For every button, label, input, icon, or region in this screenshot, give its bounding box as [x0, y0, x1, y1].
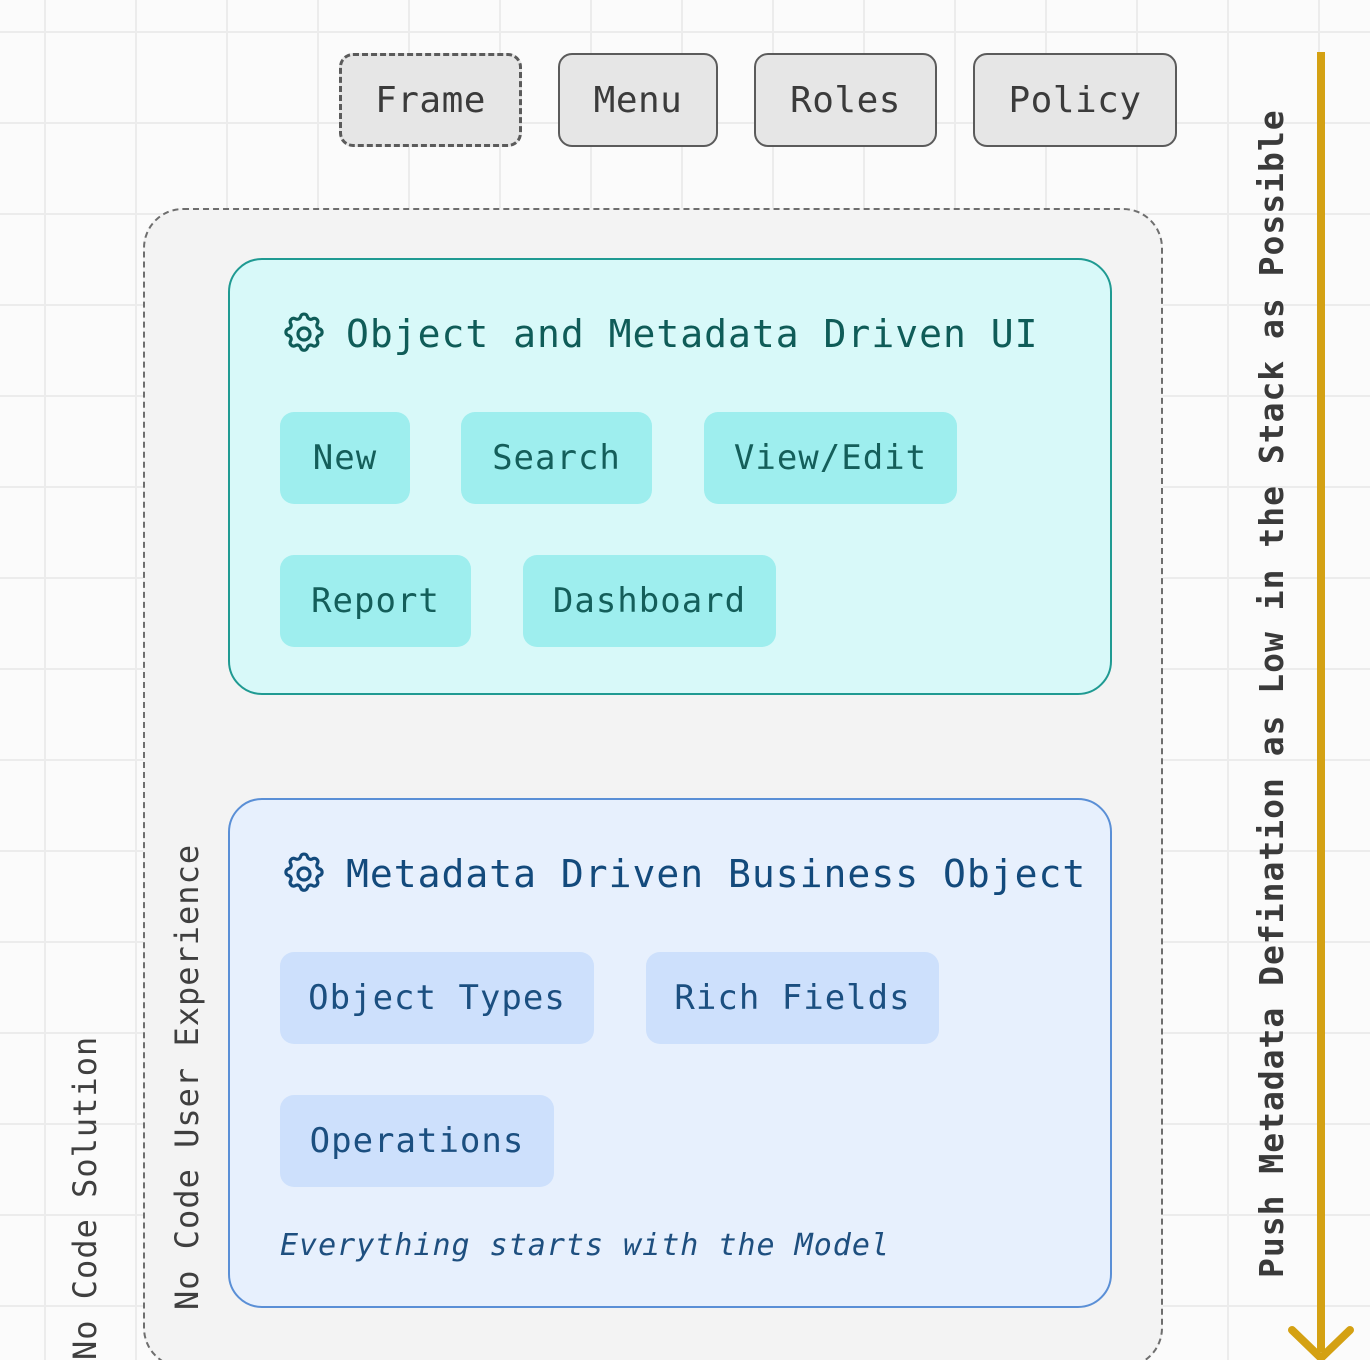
no-code-ux-label: No Code User Experience	[168, 843, 206, 1310]
model-tagline: Everything starts with the Model	[280, 1228, 890, 1263]
tag-frame: Frame	[339, 53, 522, 147]
bo-card-title: Metadata Driven Business Object	[280, 850, 1086, 898]
pill-report: Report	[280, 555, 471, 647]
ui-card-title: Object and Metadata Driven UI	[280, 310, 1038, 358]
pill-rich-fields: Rich Fields	[646, 952, 939, 1044]
pill-object-types: Object Types	[280, 952, 594, 1044]
tag-roles: Roles	[754, 53, 937, 147]
metadata-driven-ui-card: Object and Metadata Driven UI New Search…	[228, 258, 1112, 695]
tag-policy: Policy	[973, 53, 1177, 147]
gear-icon	[284, 312, 324, 352]
bo-card-title-text: Metadata Driven Business Object	[346, 852, 1087, 896]
no-code-solution-label: No Code Solution	[66, 1035, 104, 1360]
pill-new: New	[280, 412, 410, 504]
tag-menu: Menu	[558, 53, 718, 147]
pill-search: Search	[461, 412, 652, 504]
business-object-card: Metadata Driven Business Object Object T…	[228, 798, 1112, 1308]
down-arrow-icon	[1288, 52, 1354, 1360]
pill-view-edit: View/Edit	[704, 412, 957, 504]
ui-card-title-text: Object and Metadata Driven UI	[346, 312, 1039, 356]
pill-dashboard: Dashboard	[523, 555, 776, 647]
pill-operations: Operations	[280, 1095, 554, 1187]
gear-icon	[284, 852, 324, 892]
